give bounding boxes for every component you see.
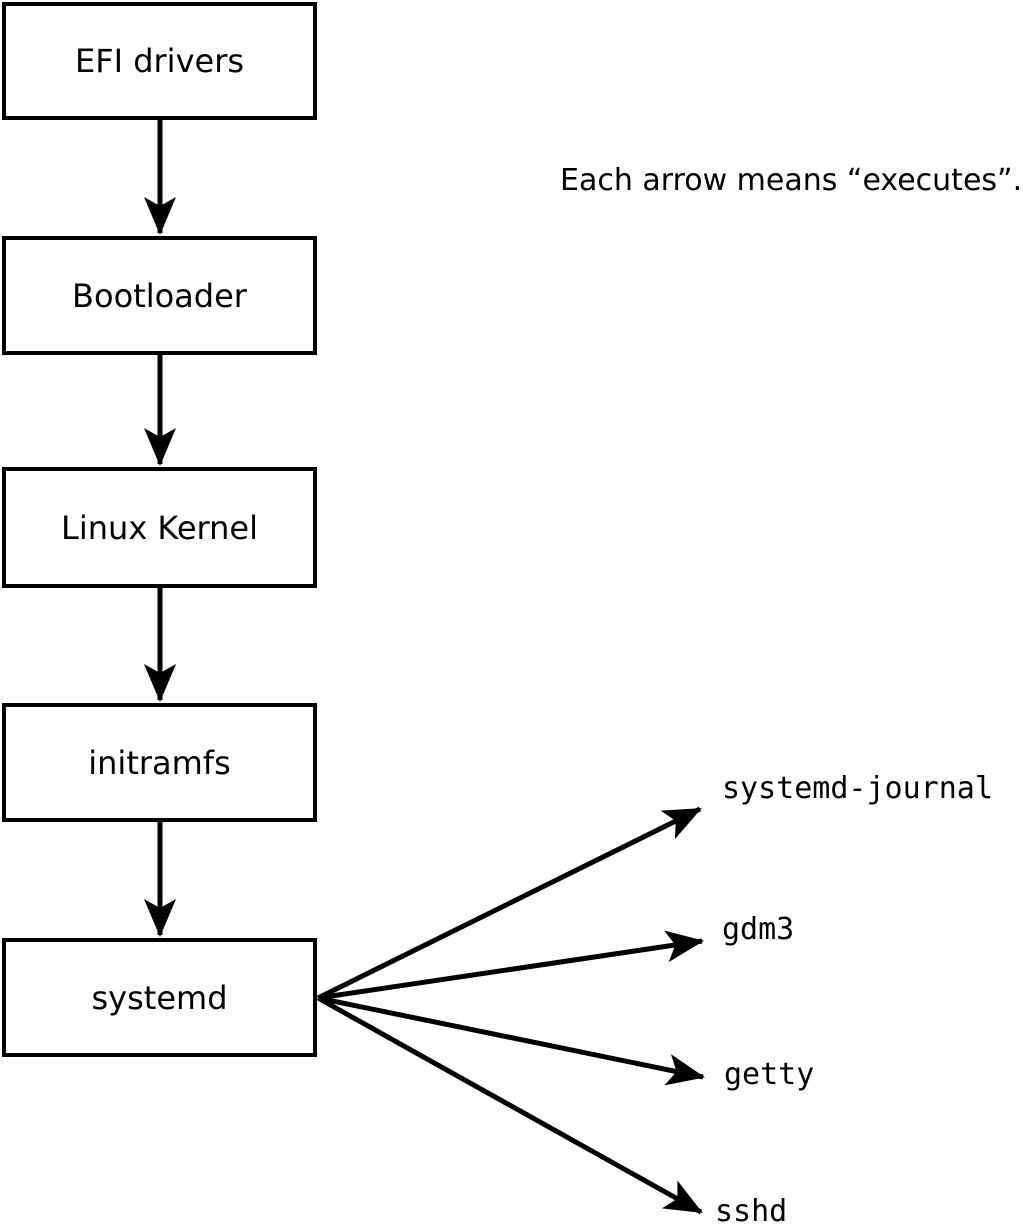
edge-systemd-to-getty	[317, 995, 705, 1086]
node-linux-kernel-label: Linux Kernel	[61, 508, 258, 547]
node-linux-kernel: Linux Kernel	[2, 467, 317, 588]
arrow-meaning-note: Each arrow means “executes”.	[560, 163, 1023, 198]
node-efi-drivers-label: EFI drivers	[74, 42, 245, 80]
edge-systemd-to-gdm3	[317, 930, 704, 1001]
node-systemd: systemd	[2, 938, 317, 1057]
node-bootloader: Bootloader	[2, 236, 317, 355]
node-initramfs-label: initramfs	[88, 743, 231, 782]
label-sshd: sshd	[715, 1194, 788, 1229]
label-systemd-journal: systemd-journal	[722, 771, 993, 806]
label-getty: getty	[724, 1057, 815, 1092]
node-systemd-label: systemd	[91, 978, 228, 1017]
label-gdm3: gdm3	[722, 912, 795, 947]
node-bootloader-label: Bootloader	[72, 276, 247, 315]
node-initramfs: initramfs	[2, 703, 317, 822]
edge-systemd-to-systemd-journal	[316, 806, 702, 1001]
node-efi-drivers: EFI drivers	[2, 2, 317, 120]
edge-systemd-to-sshd	[316, 995, 703, 1215]
